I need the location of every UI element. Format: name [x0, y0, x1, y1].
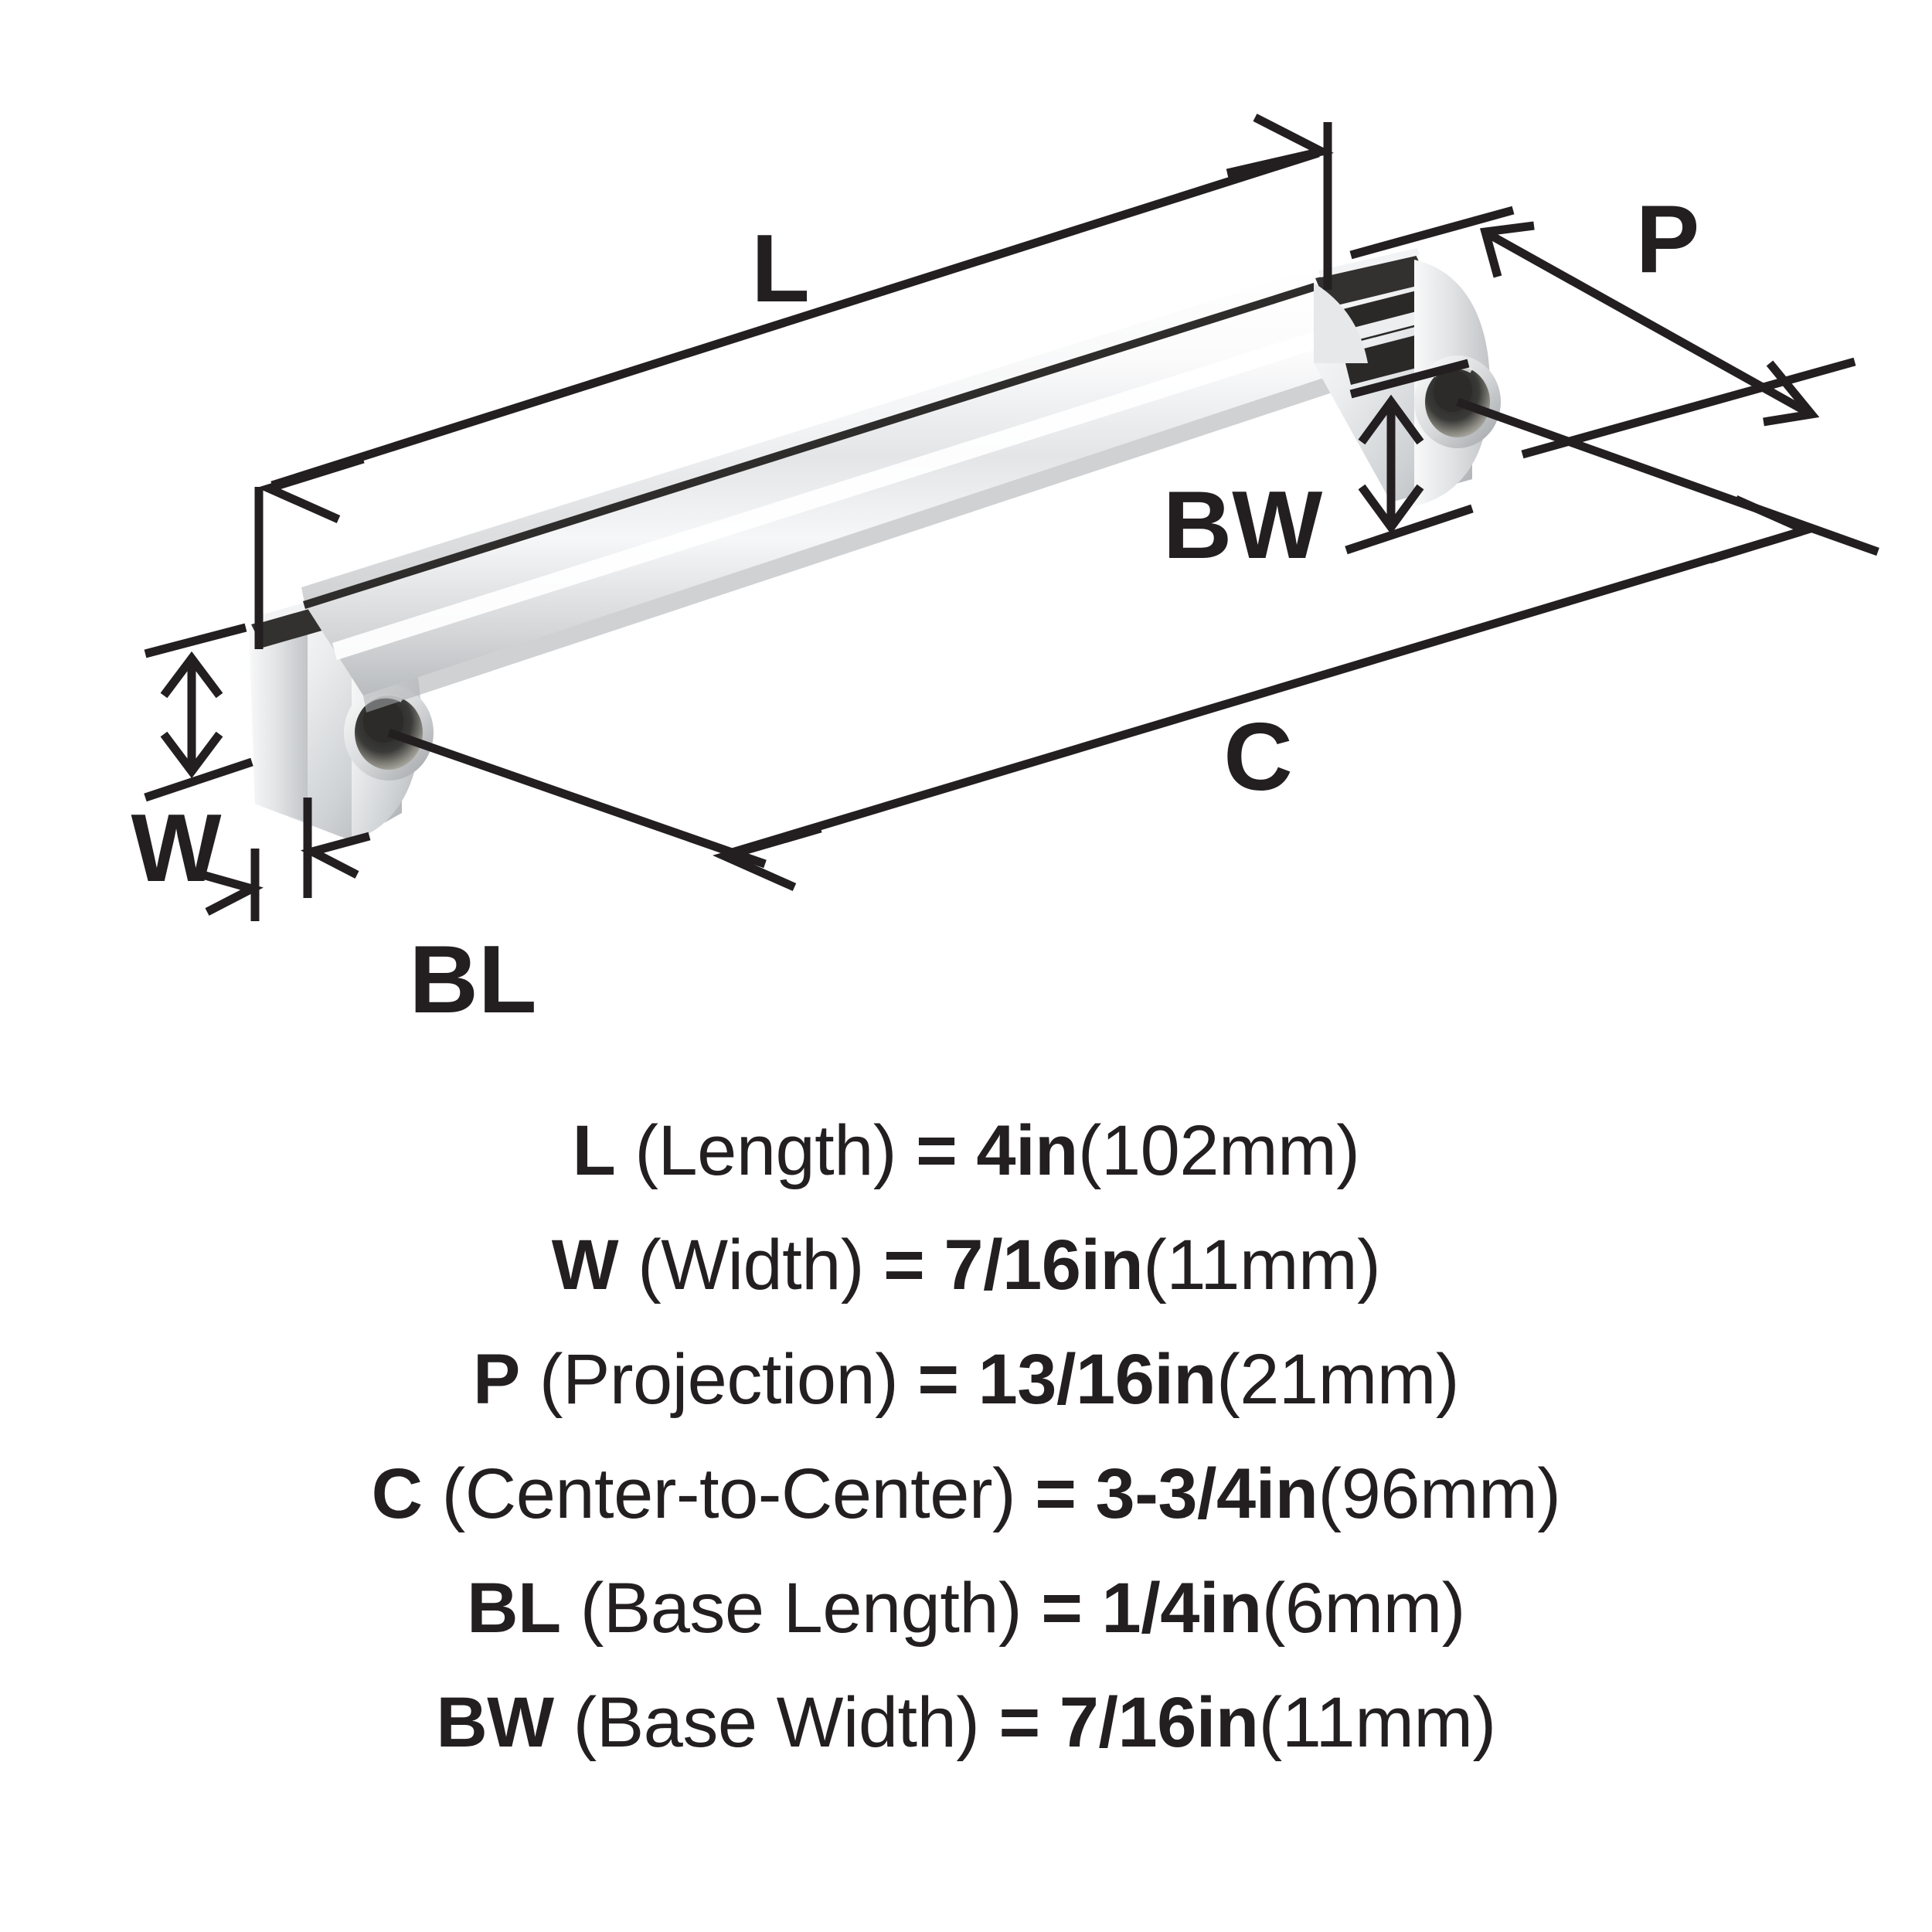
spec-row-L: L (Length) = 4in(102mm) [0, 1094, 1932, 1208]
W-extension-upper [144, 623, 247, 658]
spec-code-BW: BW [436, 1683, 554, 1762]
spec-eq-P: = [898, 1340, 978, 1419]
callout-label-BL: BL [409, 927, 536, 1033]
BL-arrowhead-right [300, 832, 371, 879]
spec-metric-C: (96mm) [1318, 1454, 1561, 1533]
spec-eq-BL: = [1022, 1569, 1102, 1648]
callout-label-W: W [131, 795, 221, 902]
dimension-P [1349, 206, 1856, 459]
C-arrowhead-left [713, 824, 822, 892]
spec-name-P: (Projection) [519, 1340, 899, 1419]
specification-list: L (Length) = 4in(102mm) W (Width) = 7/16… [0, 1094, 1932, 1780]
spec-row-BW: BW (Base Width) = 7/16in(11mm) [0, 1665, 1932, 1780]
P-arrowhead-lower [1763, 360, 1820, 427]
spec-row-C: C (Center-to-Center) = 3-3/4in(96mm) [0, 1437, 1932, 1551]
product-diagram: L P BW C W BL [131, 114, 1879, 1033]
spec-name-W: (Width) [618, 1226, 865, 1304]
spec-code-BL: BL [467, 1569, 561, 1648]
spec-row-W: W (Width) = 7/16in(11mm) [0, 1208, 1932, 1322]
spec-metric-P: (21mm) [1216, 1340, 1460, 1419]
spec-row-BL: BL (Base Length) = 1/4in(6mm) [0, 1551, 1932, 1665]
spec-code-L: L [572, 1111, 616, 1190]
callout-label-P: P [1636, 186, 1700, 293]
callout-label-C: C [1223, 704, 1293, 811]
spec-eq-L: = [896, 1111, 977, 1190]
P-dimension-line [1488, 231, 1809, 416]
dimension-annotations [144, 114, 1879, 921]
dimension-BL [190, 798, 371, 921]
spec-value-P: 13/16in [978, 1340, 1217, 1419]
BW-extension-upper [1349, 359, 1470, 399]
P-arrowhead-upper [1480, 221, 1535, 278]
spec-row-P: P (Projection) = 13/16in(21mm) [0, 1322, 1932, 1437]
spec-name-C: (Center-to-Center) [422, 1454, 1016, 1533]
dimension-C [387, 397, 1879, 892]
dimension-L [254, 114, 1334, 649]
spec-metric-L: (102mm) [1077, 1111, 1360, 1190]
BL-arrowhead-left [190, 867, 264, 916]
spec-value-L: 4in [976, 1111, 1078, 1190]
L-arrowhead-left [257, 454, 365, 524]
spec-eq-W: = [864, 1226, 944, 1304]
P-extension-lower [1521, 357, 1856, 459]
spec-name-L: (Length) [615, 1111, 897, 1190]
P-extension-upper [1349, 206, 1515, 260]
C-arrowhead-right [1708, 495, 1818, 564]
spec-value-W: 7/16in [944, 1226, 1144, 1304]
callout-label-BW: BW [1163, 472, 1323, 579]
L-dimension-line [270, 148, 1320, 490]
spec-code-W: W [551, 1226, 619, 1304]
dimension-W [144, 623, 253, 802]
pull-bar [301, 269, 1369, 713]
spec-code-P: P [472, 1340, 520, 1419]
spec-metric-W: (11mm) [1143, 1226, 1381, 1304]
C-extension-left [387, 728, 767, 869]
spec-metric-BW: (11mm) [1258, 1683, 1497, 1762]
W-arrowhead-up [160, 651, 223, 699]
spec-code-C: C [371, 1454, 423, 1533]
spec-name-BL: (Base Length) [560, 1569, 1022, 1648]
BW-extension-lower [1345, 504, 1474, 555]
BW-arrowhead-up [1358, 394, 1424, 445]
spec-value-BL: 1/4in [1101, 1569, 1263, 1648]
C-dimension-line [728, 527, 1802, 858]
L-arrowhead-right [1226, 114, 1334, 178]
spec-eq-C: = [1015, 1454, 1096, 1533]
spec-value-BW: 7/16in [1059, 1683, 1259, 1762]
dimension-BW [1345, 359, 1474, 555]
C-extension-right [1456, 397, 1879, 556]
W-arrowhead-down [160, 731, 223, 779]
spec-value-C: 3-3/4in [1095, 1454, 1318, 1533]
spec-metric-BL: (6mm) [1261, 1569, 1466, 1648]
W-extension-lower [144, 757, 253, 802]
spec-name-BW: (Base Width) [553, 1683, 980, 1762]
callout-label-L: L [751, 216, 810, 322]
chrome-pull-illustration [249, 248, 1501, 841]
spec-eq-BW: = [979, 1683, 1060, 1762]
BW-arrowhead-down [1358, 484, 1424, 535]
